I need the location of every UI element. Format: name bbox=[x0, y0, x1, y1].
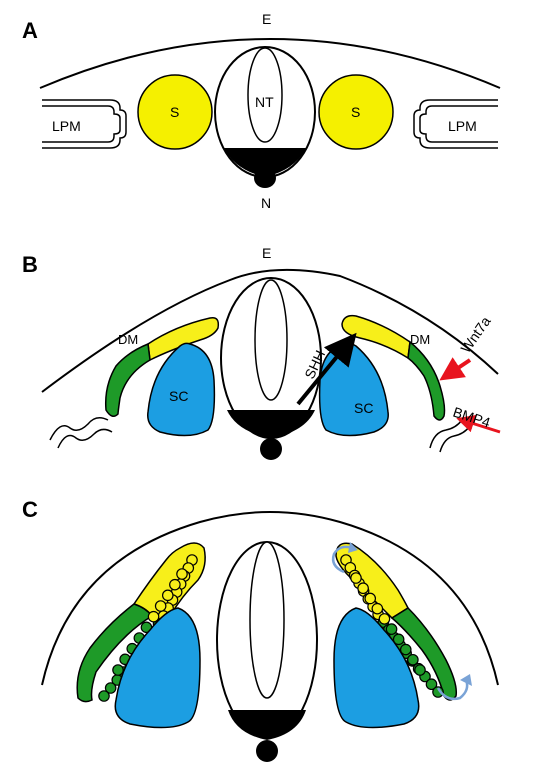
panel-a-neural-tube-label: NT bbox=[255, 94, 274, 110]
panel-c-myotome-right-inner-cell bbox=[379, 614, 389, 624]
panel-a-ectoderm-label: E bbox=[262, 11, 271, 27]
panel-b-neural-canal bbox=[255, 280, 287, 400]
panel-c-myotome-left-inner-cell bbox=[177, 569, 187, 579]
panel-b-dm-left-label: DM bbox=[118, 332, 138, 347]
panel-c-myotome-right-inner-cell bbox=[358, 583, 368, 593]
panel-b-sc-right-label: SC bbox=[354, 400, 373, 416]
panel-c-myotome-left-inner-cell bbox=[163, 590, 173, 600]
panel-a-notochord-label: N bbox=[261, 195, 271, 211]
panel-c-floor-plate bbox=[228, 710, 306, 740]
panel-a-lpm-left-label: LPM bbox=[52, 118, 81, 134]
panel-c-myotome-right-inner-cell bbox=[408, 655, 418, 665]
panel-c-myotome-right-inner-cell bbox=[386, 624, 396, 634]
panel-b-dm-right-label: DM bbox=[410, 332, 430, 347]
panel-c-myotome-left-inner-cell bbox=[113, 665, 123, 675]
panel-b-lpm-right bbox=[430, 420, 462, 448]
panel-b-letter: B bbox=[22, 252, 38, 277]
panel-c-letter: C bbox=[22, 497, 38, 522]
panel-c-myotome-left-inner-cell bbox=[155, 601, 165, 611]
panel-c-myotome-left-inner-cell bbox=[170, 579, 180, 589]
panel-a-lpm-left: LPM bbox=[42, 100, 126, 148]
panel-c: C M M bbox=[22, 497, 498, 762]
panel-c-myotome-right-inner-cell bbox=[415, 665, 425, 675]
panel-c-myotome-left-inner-cell bbox=[148, 611, 158, 621]
panel-c-neural-canal bbox=[250, 542, 284, 698]
panel-b-ectoderm-label: E bbox=[262, 245, 271, 261]
panel-c-myotome-right-inner-cell bbox=[372, 603, 382, 613]
panel-b-lpm-left-inner bbox=[58, 429, 112, 448]
panel-c-myotome-left-cell bbox=[99, 691, 109, 701]
panel-a-letter: A bbox=[22, 18, 38, 43]
panel-b: B E DM DM SC SC SHH bbox=[22, 245, 500, 460]
panel-b-floor-plate bbox=[227, 410, 315, 438]
panel-b-sc-left-label: SC bbox=[169, 388, 188, 404]
panel-b-wnt-arrow bbox=[446, 360, 470, 376]
panel-a-lpm-right: LPM bbox=[414, 100, 498, 148]
panel-b-sclerotome-right bbox=[320, 343, 389, 435]
panel-a-lpm-right-label: LPM bbox=[448, 118, 477, 134]
panel-b-notochord bbox=[260, 438, 282, 460]
panel-c-notochord bbox=[256, 740, 278, 762]
panel-c-myotome-right-inner-cell bbox=[351, 573, 361, 583]
panel-a: A E LPM LPM S S NT N bbox=[22, 11, 500, 211]
panel-c-myotome-right-inner-cell bbox=[365, 593, 375, 603]
panel-b-bmp-label: BMP4 bbox=[451, 404, 492, 431]
panel-a-somite-left-label: S bbox=[170, 104, 179, 120]
panel-a-somite-right-label: S bbox=[351, 104, 360, 120]
panel-b-lpm-left bbox=[50, 418, 108, 440]
panel-a-notochord bbox=[254, 168, 276, 188]
panel-b-wnt-label: Wnt7a bbox=[457, 313, 493, 355]
